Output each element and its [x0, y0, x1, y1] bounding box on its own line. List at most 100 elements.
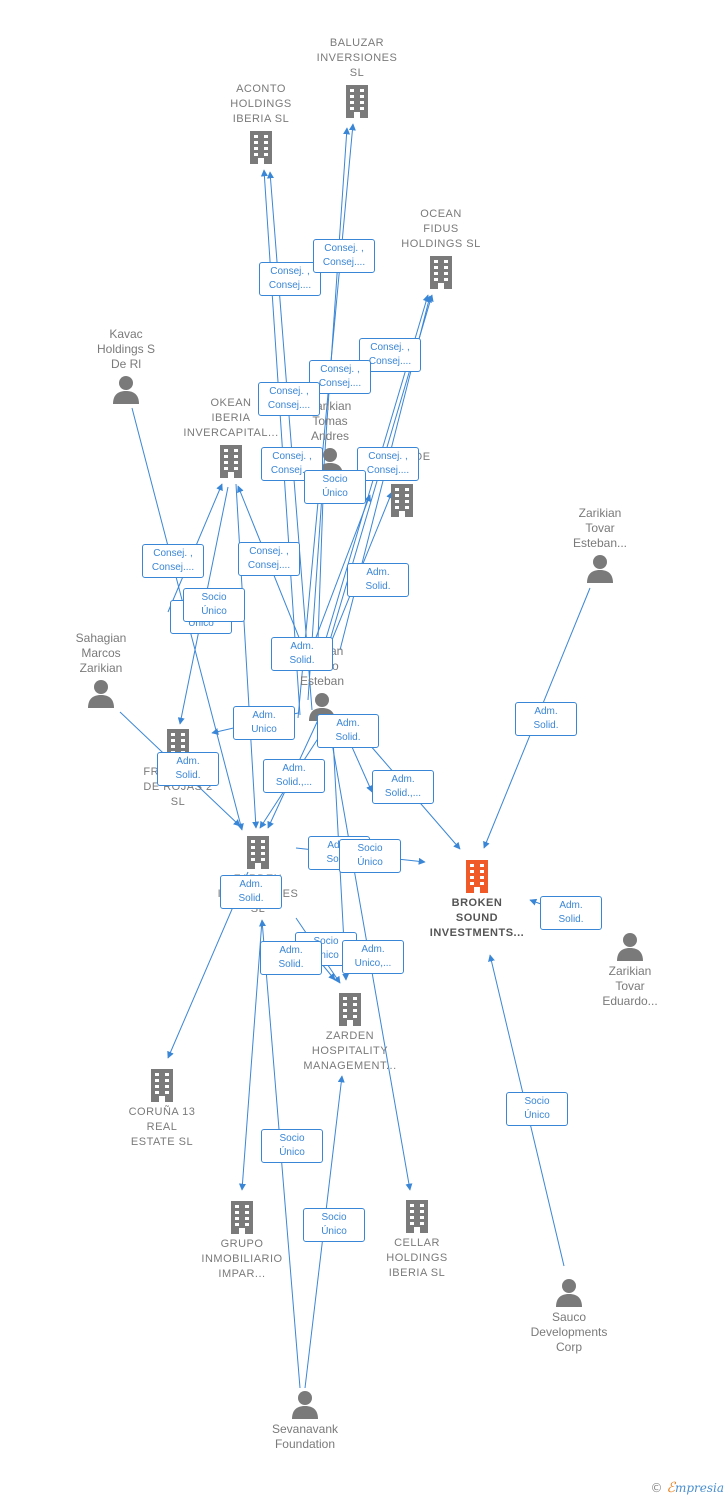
badge-text: Socio — [322, 474, 348, 485]
node-label-line: De Rl — [110, 357, 141, 371]
relation-badge[interactable]: Consej. ,Consej.... — [357, 447, 419, 481]
badge-text: Adm. — [282, 763, 306, 774]
badge-text: Solid. — [533, 720, 559, 731]
relation-badge[interactable]: Consej. ,Consej.... — [142, 544, 204, 578]
node-label-line: HOSPITALITY — [311, 1045, 389, 1057]
badge-text: Único — [188, 618, 214, 629]
badge-text: Único — [322, 488, 348, 499]
person-icon[interactable] — [554, 1277, 584, 1312]
node-label-line: Andres — [310, 429, 350, 443]
badge-text: Consej.... — [267, 400, 311, 411]
badge-text: Consej. , — [368, 451, 408, 462]
relation-badge[interactable]: Consej. ,Consej.... — [261, 447, 323, 481]
badge-text: Consej.... — [270, 465, 314, 476]
node-label-line: Sevanavank — [271, 1422, 339, 1436]
relation-badge[interactable]: Consej. ,Consej.... — [259, 262, 321, 296]
building-icon[interactable] — [247, 130, 275, 169]
badge-text: Socio — [524, 1096, 550, 1107]
building-icon[interactable] — [403, 1199, 431, 1238]
node-label-line: Sauco — [551, 1310, 587, 1324]
badge-text: Adm. — [361, 944, 385, 955]
relation-badge[interactable]: Adm.Solid. — [347, 563, 409, 597]
building-icon[interactable] — [336, 992, 364, 1031]
node-label-line: Kavac — [109, 327, 143, 341]
node-label-line: IBERIA SL — [232, 113, 290, 125]
badge-text: Adm. — [176, 756, 200, 767]
relation-badge[interactable]: Adm.Solid. — [220, 875, 282, 909]
relation-badge[interactable]: Adm.Solid.,... — [263, 759, 325, 793]
relation-badge[interactable]: Adm.Unico — [233, 706, 295, 740]
node-label-line: Esteban... — [572, 536, 628, 550]
node-label-line: Zarikian — [79, 661, 123, 675]
badge-text: Solid. — [335, 732, 361, 743]
building-icon[interactable] — [343, 84, 371, 123]
node-label-line: IBERIA SL — [388, 1267, 446, 1279]
badge-text: Adm. — [252, 710, 276, 721]
node-label-line: Esteban — [299, 674, 345, 688]
node-label-line: Sahagian — [75, 631, 127, 645]
building-icon[interactable] — [244, 835, 272, 874]
person-icon[interactable] — [86, 678, 116, 713]
node-label-line: Foundation — [274, 1437, 336, 1451]
relation-badge[interactable]: Consej. ,Consej.... — [313, 239, 375, 273]
badge-text: Socio — [357, 843, 383, 854]
node-label-line: Zarikian — [608, 964, 652, 978]
person-icon[interactable] — [290, 1389, 320, 1424]
node-label-line: INMOBILIARIO — [201, 1253, 283, 1265]
badge-text: Consej. , — [370, 342, 410, 353]
relation-badge[interactable]: Adm.Solid. — [515, 702, 577, 736]
badge-text: Único — [357, 857, 383, 868]
badge-text: Consej. , — [270, 266, 310, 277]
building-icon[interactable] — [463, 859, 491, 898]
node-label-line: INVERCAPITAL... — [183, 427, 279, 439]
node-label-line: CORUÑA 13 — [128, 1106, 196, 1118]
relation-badge[interactable]: Consej. ,Consej.... — [238, 542, 300, 576]
building-icon[interactable] — [217, 444, 245, 483]
relation-badge[interactable]: Adm.Solid. — [540, 896, 602, 930]
building-icon[interactable] — [148, 1068, 176, 1107]
node-label-line: OKEAN — [210, 397, 252, 409]
node-label-line: IMPAR... — [218, 1268, 266, 1280]
person-icon[interactable] — [585, 553, 615, 588]
person-icon[interactable] — [615, 931, 645, 966]
building-icon[interactable] — [228, 1200, 256, 1239]
node-label-line: Zarikian — [578, 506, 622, 520]
node-label-line: Tovar — [615, 979, 645, 993]
relation-badge[interactable]: Adm.Solid.,... — [372, 770, 434, 804]
relation-badge[interactable]: Adm.Unico,... — [342, 940, 404, 974]
relation-badge[interactable]: Adm.Solid. — [317, 714, 379, 748]
person-icon[interactable] — [111, 374, 141, 409]
node-label-line: OCEAN — [420, 208, 462, 220]
relation-badge[interactable]: Consej. ,Consej.... — [258, 382, 320, 416]
relation-badge[interactable]: Adm.Solid. — [157, 752, 219, 786]
badge-text: Solid. — [558, 914, 584, 925]
building-icon[interactable] — [388, 483, 416, 522]
relation-badge[interactable]: Adm.Solid. — [260, 941, 322, 975]
relation-badge[interactable]: Adm.Solid. — [271, 637, 333, 671]
building-icon[interactable] — [427, 255, 455, 294]
badge-text: Único — [321, 1226, 347, 1237]
badge-text: Adm. — [366, 567, 390, 578]
